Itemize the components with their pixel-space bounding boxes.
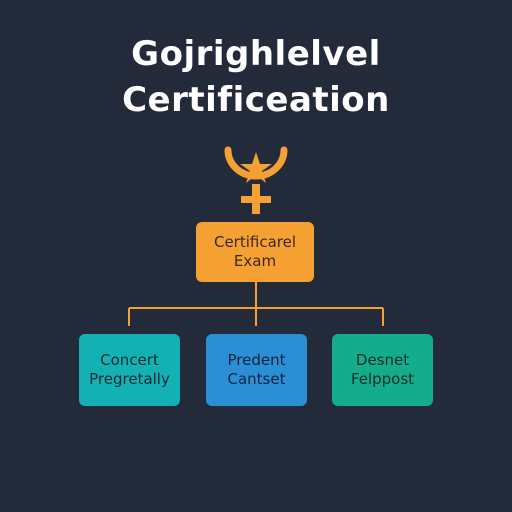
child-node-right-line-1: Desnet — [355, 351, 410, 369]
child-node-center: Predent Cantset — [206, 334, 307, 406]
child-node-center-line-2: Cantset — [227, 370, 286, 388]
child-node-right: Desnet Felppost — [332, 334, 433, 406]
child-node-left-line-1: Concert — [100, 351, 159, 369]
root-node-line-1: Certificarel — [213, 233, 297, 251]
root-node-line-2: Exam — [233, 252, 277, 270]
child-node-left: Concert Pregretally — [79, 334, 180, 406]
venus-star-emblem-icon — [224, 146, 288, 214]
child-node-right-line-2: Felppost — [350, 370, 415, 388]
title-line-1: Gojrighlelvel — [131, 34, 381, 74]
child-node-center-line-1: Predent — [227, 351, 286, 369]
title-line-2: Certificeation — [122, 80, 390, 120]
root-node-certification-exam: Certificarel Exam — [196, 222, 314, 282]
child-node-left-line-2: Pregretally — [89, 370, 170, 388]
